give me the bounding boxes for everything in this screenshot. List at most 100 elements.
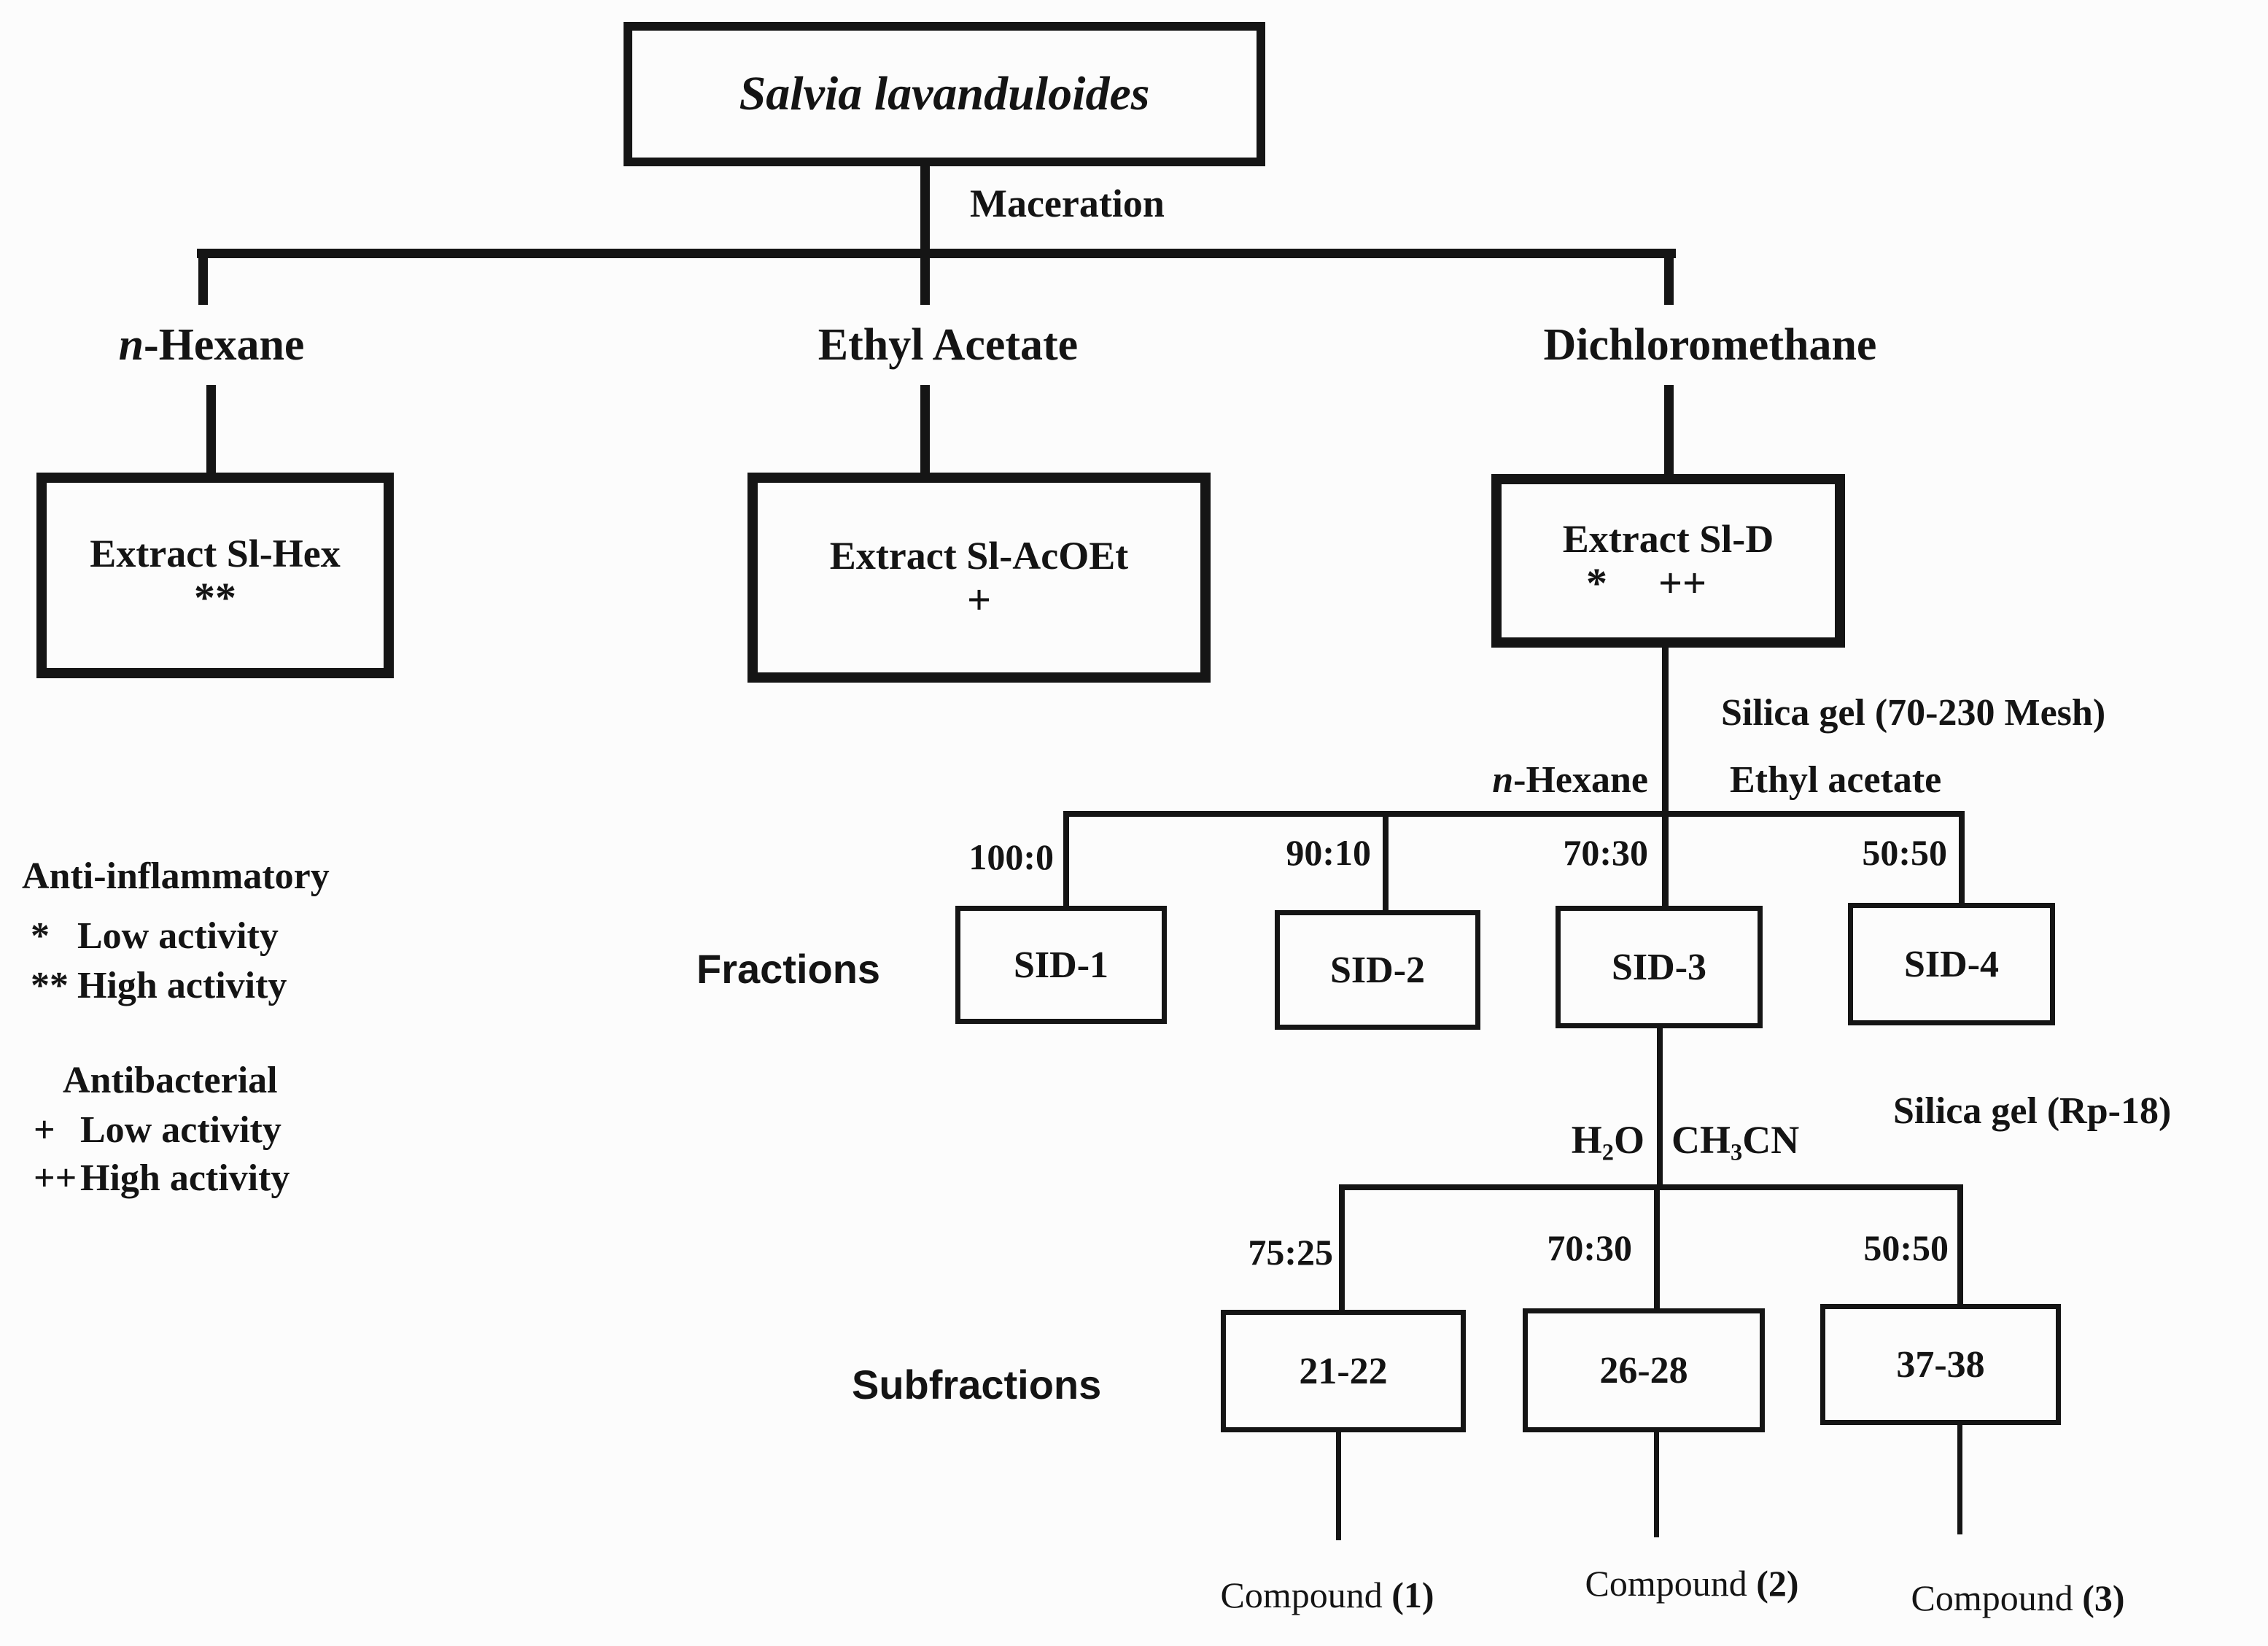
legend-label-low-activity-1: Low activity <box>77 915 279 957</box>
subfraction-box-26-28: 26-28 <box>1523 1308 1765 1432</box>
maceration-label: Maceration <box>970 182 1165 225</box>
compound-2-word: Compound <box>1585 1563 1747 1604</box>
connector-fraction-drop-2 <box>1383 811 1389 912</box>
subfraction-21-22-name: 21-22 <box>1299 1350 1388 1392</box>
subfraction-ratio-75-25: 75:25 <box>1248 1232 1333 1273</box>
eluent-h2o-label: H2O <box>1499 1117 1644 1167</box>
legend-label-low-activity-2: Low activity <box>80 1109 281 1151</box>
ethyl-acetate-solvent-label: Ethyl Acetate <box>818 320 1079 370</box>
ch3cn-subscript: 3 <box>1731 1139 1743 1166</box>
connector-dichloromethane-stub-top <box>1664 258 1674 305</box>
dichloromethane-solvent-label: Dichloromethane <box>1543 320 1877 370</box>
fraction-ratio-100-0: 100:0 <box>968 836 1054 877</box>
legend-antibacterial-high: ++High activity <box>34 1157 290 1200</box>
ch3cn-base: CH <box>1671 1118 1731 1162</box>
extract-d-activity-antiinflammatory: * <box>1585 559 1607 607</box>
legend-anti-inflammatory-title: Anti-inflammatory <box>22 855 330 897</box>
fraction-sid3-name: SID-3 <box>1611 946 1707 988</box>
connector-subfraction-drop-2 <box>1654 1184 1660 1310</box>
h2o-base: H <box>1571 1118 1602 1162</box>
ch3cn-tail: CN <box>1742 1118 1800 1162</box>
legend-symbol-double-plus: ++ <box>34 1157 77 1199</box>
legend-label-high-activity-2: High activity <box>80 1157 290 1199</box>
fraction-ratio-90-10: 90:10 <box>1286 832 1371 873</box>
fraction-box-sid2: SID-2 <box>1275 910 1480 1030</box>
legend-anti-inflammatory-low: * Low activity <box>31 915 279 958</box>
connector-subfraction-drop-1 <box>1339 1184 1345 1311</box>
fraction-ratio-50-50: 50:50 <box>1862 832 1947 873</box>
eluent-hexane-italic-n: n <box>1492 759 1514 801</box>
connector-subfraction-drop-3 <box>1957 1184 1963 1305</box>
subfraction-box-21-22: 21-22 <box>1221 1310 1466 1432</box>
connector-hexane-stub-bottom <box>206 385 216 474</box>
h2o-subscript: 2 <box>1601 1139 1614 1166</box>
silica-gel-1-label: Silica gel (70-230 Mesh) <box>1721 692 2106 734</box>
extract-hex-name: Extract Sl-Hex <box>90 531 341 575</box>
species-name: Salvia lavanduloides <box>739 67 1150 120</box>
eluent-ch3cn-label: CH3CN <box>1671 1117 1799 1167</box>
connector-dichloromethane-stub-bottom <box>1664 385 1674 474</box>
connector-fraction-drop-1 <box>1063 811 1069 907</box>
h2o-tail: O <box>1613 1118 1644 1162</box>
compound-2-number: (2) <box>1756 1563 1799 1604</box>
compound-3-word: Compound <box>1911 1577 2073 1618</box>
extract-hex-box: Extract Sl-Hex ** <box>36 473 394 678</box>
hexane-solvent-label: n-Hexane <box>73 319 350 371</box>
hexane-italic-n: n <box>118 320 144 370</box>
fraction-sid1-name: SID-1 <box>1013 944 1109 986</box>
connector-fraction-drop-4 <box>1959 811 1965 904</box>
fraction-box-sid4: SID-4 <box>1848 903 2055 1025</box>
subfraction-ratio-70-30: 70:30 <box>1547 1227 1632 1268</box>
connector-root-vertical <box>920 166 930 258</box>
legend-antibacterial-low: + Low activity <box>34 1109 281 1152</box>
connector-compound-1 <box>1336 1431 1341 1540</box>
extract-acoet-name: Extract Sl-AcOEt <box>829 533 1129 578</box>
fractions-row-label: Fractions <box>696 946 881 992</box>
connector-sid-column-vertical <box>1662 646 1669 906</box>
connector-sid3-vertical <box>1657 1027 1663 1186</box>
extract-d-box: Extract Sl-D * ++ <box>1491 474 1845 648</box>
compound-2-label: Compound (2) <box>1531 1562 1852 1604</box>
extract-acoet-box: Extract Sl-AcOEt + <box>747 473 1211 683</box>
legend-symbol-star: * <box>31 915 50 957</box>
connector-subfractions-horizontal <box>1339 1184 1963 1190</box>
legend-antibacterial-title: Antibacterial <box>63 1060 278 1101</box>
compound-3-label: Compound (3) <box>1861 1577 2175 1619</box>
connector-fractions-horizontal <box>1063 811 1965 817</box>
legend-symbol-double-star: ** <box>31 965 69 1006</box>
legend-symbol-plus: + <box>34 1109 55 1151</box>
compound-1-number: (1) <box>1391 1575 1434 1615</box>
extract-d-name: Extract Sl-D <box>1562 516 1774 561</box>
subfraction-26-28-name: 26-28 <box>1599 1349 1688 1391</box>
compound-1-word: Compound <box>1220 1575 1383 1615</box>
fraction-sid4-name: SID-4 <box>1903 943 2000 985</box>
eluent-ethyl-acetate-label: Ethyl acetate <box>1730 759 1942 801</box>
fraction-box-sid1: SID-1 <box>955 906 1167 1024</box>
extract-acoet-activity: + <box>966 575 992 624</box>
connector-compound-2 <box>1654 1429 1659 1537</box>
extract-hex-activity: ** <box>194 573 236 621</box>
compound-1-label: Compound (1) <box>1167 1574 1488 1616</box>
connector-ethylacetate-stub-top <box>920 258 930 305</box>
legend-label-high-activity-1: High activity <box>77 965 287 1006</box>
connector-compound-3 <box>1957 1424 1962 1534</box>
connector-hexane-stub-top <box>198 258 208 305</box>
compound-3-number: (3) <box>2082 1577 2125 1618</box>
subfraction-box-37-38: 37-38 <box>1820 1304 2061 1425</box>
extract-d-activity-antibacterial: ++ <box>1658 559 1707 607</box>
hexane-rest: -Hexane <box>144 320 305 370</box>
fraction-box-sid3: SID-3 <box>1556 906 1763 1028</box>
species-box: Salvia lavanduloides <box>624 22 1265 166</box>
silica-gel-2-label: Silica gel (Rp-18) <box>1893 1090 2172 1132</box>
subfraction-37-38-name: 37-38 <box>1896 1343 1985 1386</box>
eluent-hexane-rest: -Hexane <box>1513 759 1648 801</box>
extract-d-activity: * ++ <box>1585 559 1707 607</box>
fraction-ratio-70-30: 70:30 <box>1563 832 1648 873</box>
connector-ethylacetate-stub-bottom <box>920 385 930 474</box>
fraction-sid2-name: SID-2 <box>1329 949 1426 991</box>
connector-branches-horizontal <box>197 249 1676 258</box>
subfractions-row-label: Subfractions <box>852 1362 1102 1408</box>
legend-anti-inflammatory-high: **High activity <box>31 964 287 1007</box>
subfraction-ratio-50-50: 50:50 <box>1863 1227 1949 1268</box>
